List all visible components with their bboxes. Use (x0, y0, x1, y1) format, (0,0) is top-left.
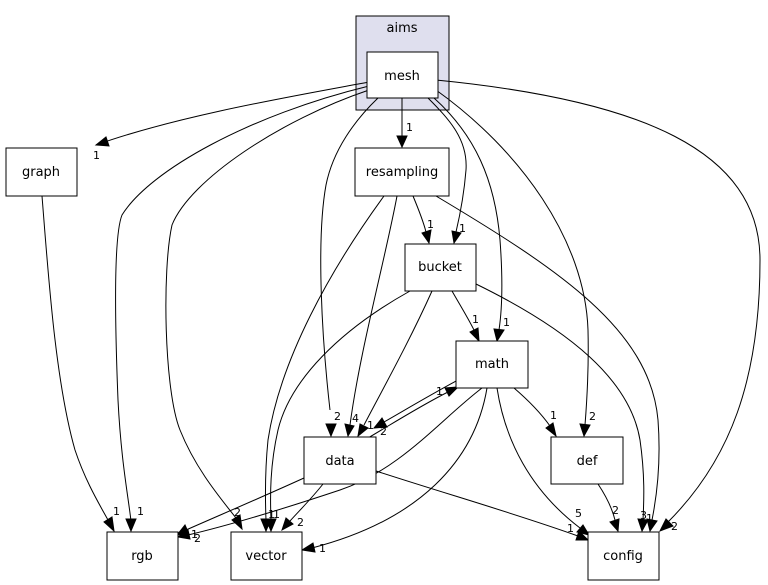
node-graph-box (5, 147, 78, 197)
edge-count-label: 5 (575, 507, 582, 520)
edge-bucket-vector[interactable]: 1 (265, 290, 411, 533)
node-def-label: def (577, 454, 598, 469)
node-mesh[interactable]: mesh (366, 51, 439, 99)
edge-count-label: 2 (194, 532, 201, 545)
node-config[interactable]: config (587, 531, 660, 581)
node-mesh-box (366, 51, 439, 99)
node-config-label: config (603, 549, 643, 564)
edge-graph-rgb[interactable]: 1 (41, 195, 120, 533)
node-def-box (550, 436, 624, 485)
edge-bucket-data[interactable]: 1 (357, 290, 433, 438)
edge-count-label: 2 (234, 506, 241, 519)
edge-mesh-math[interactable]: 1 (433, 97, 510, 343)
edges: 1 1 1 2 2 1 1 (41, 79, 761, 555)
node-rgb-label: rgb (131, 549, 153, 564)
edge-data-math[interactable]: 1 (367, 385, 460, 439)
node-config-box (587, 531, 660, 581)
edge-count-label: 1 (367, 419, 374, 432)
edge-math-def[interactable]: 1 (513, 387, 557, 438)
edge-data-config[interactable]: 1 (375, 470, 590, 541)
edge-count-label: 1 (268, 508, 275, 521)
edge-resampling-bucket[interactable]: 1 (412, 195, 434, 245)
node-rgb-box (106, 531, 179, 581)
node-graph[interactable]: graph (5, 147, 78, 197)
edge-mesh-rgb[interactable]: 1 (115, 85, 370, 533)
node-resampling-label: resampling (366, 165, 438, 180)
edge-count-label: 1 (472, 313, 479, 326)
node-data[interactable]: data (303, 436, 377, 485)
edge-count-label: 1 (459, 222, 466, 235)
node-resampling-box (354, 147, 450, 197)
edge-resampling-data[interactable]: 4 (344, 195, 398, 438)
edge-data-vector[interactable]: 2 (281, 483, 324, 532)
node-math-label: math (475, 357, 509, 372)
node-mesh-label: mesh (384, 69, 420, 84)
edge-count-label: 1 (273, 508, 280, 521)
edge-count-label: 1 (567, 522, 574, 535)
edge-count-label: 1 (319, 542, 326, 555)
edge-count-label: 4 (352, 412, 359, 425)
node-graph-label: graph (22, 165, 60, 180)
edge-count-label: 2 (297, 516, 304, 529)
edge-mesh-bucket[interactable]: 1 (427, 97, 467, 245)
edge-count-label: 1 (646, 512, 653, 525)
node-math-box (455, 340, 529, 389)
edge-def-config[interactable]: 2 (597, 483, 620, 533)
edge-count-label: 2 (612, 504, 619, 517)
edge-mesh-resampling[interactable]: 1 (396, 98, 413, 149)
edge-count-label: 1 (137, 505, 144, 518)
node-rgb[interactable]: rgb (106, 531, 179, 581)
edge-mesh-config[interactable]: 2 (435, 79, 761, 533)
edge-count-label: 2 (380, 425, 387, 438)
edge-math-vector[interactable]: 1 (300, 387, 488, 555)
node-bucket-label: bucket (418, 260, 462, 275)
edge-data-rgb[interactable]: 2 (175, 477, 305, 545)
node-vector-label: vector (245, 549, 287, 564)
node-resampling[interactable]: resampling (354, 147, 450, 197)
node-vector[interactable]: vector (230, 531, 303, 581)
edge-count-label: 1 (550, 409, 557, 422)
node-data-label: data (325, 454, 354, 469)
node-def[interactable]: def (550, 436, 624, 485)
edge-math-data[interactable]: 2 (372, 379, 459, 438)
node-vector-box (230, 531, 303, 581)
edge-bucket-config[interactable]: 1 (475, 283, 653, 533)
edge-count-label: 1 (406, 121, 413, 134)
edge-mesh-data[interactable]: 2 (320, 97, 379, 438)
edge-count-label: 1 (113, 505, 120, 518)
edge-count-label: 1 (503, 316, 510, 329)
edge-mesh-graph[interactable]: 1 (93, 81, 370, 162)
edge-mesh-def[interactable]: 2 (435, 89, 596, 438)
node-bucket-box (404, 243, 477, 292)
node-data-box (303, 436, 377, 485)
edge-count-label: 1 (93, 149, 100, 162)
edge-count-label: 1 (191, 528, 198, 541)
edge-count-label: 1 (427, 218, 434, 231)
node-math[interactable]: math (455, 340, 529, 389)
node-bucket[interactable]: bucket (404, 243, 477, 292)
edge-count-label: 2 (334, 410, 341, 423)
edge-bucket-math[interactable]: 1 (451, 290, 480, 343)
cluster-aims-label: aims (386, 21, 417, 36)
edge-count-label: 2 (589, 410, 596, 423)
edge-count-label: 2 (671, 520, 678, 533)
edge-count-label: 1 (436, 385, 443, 398)
